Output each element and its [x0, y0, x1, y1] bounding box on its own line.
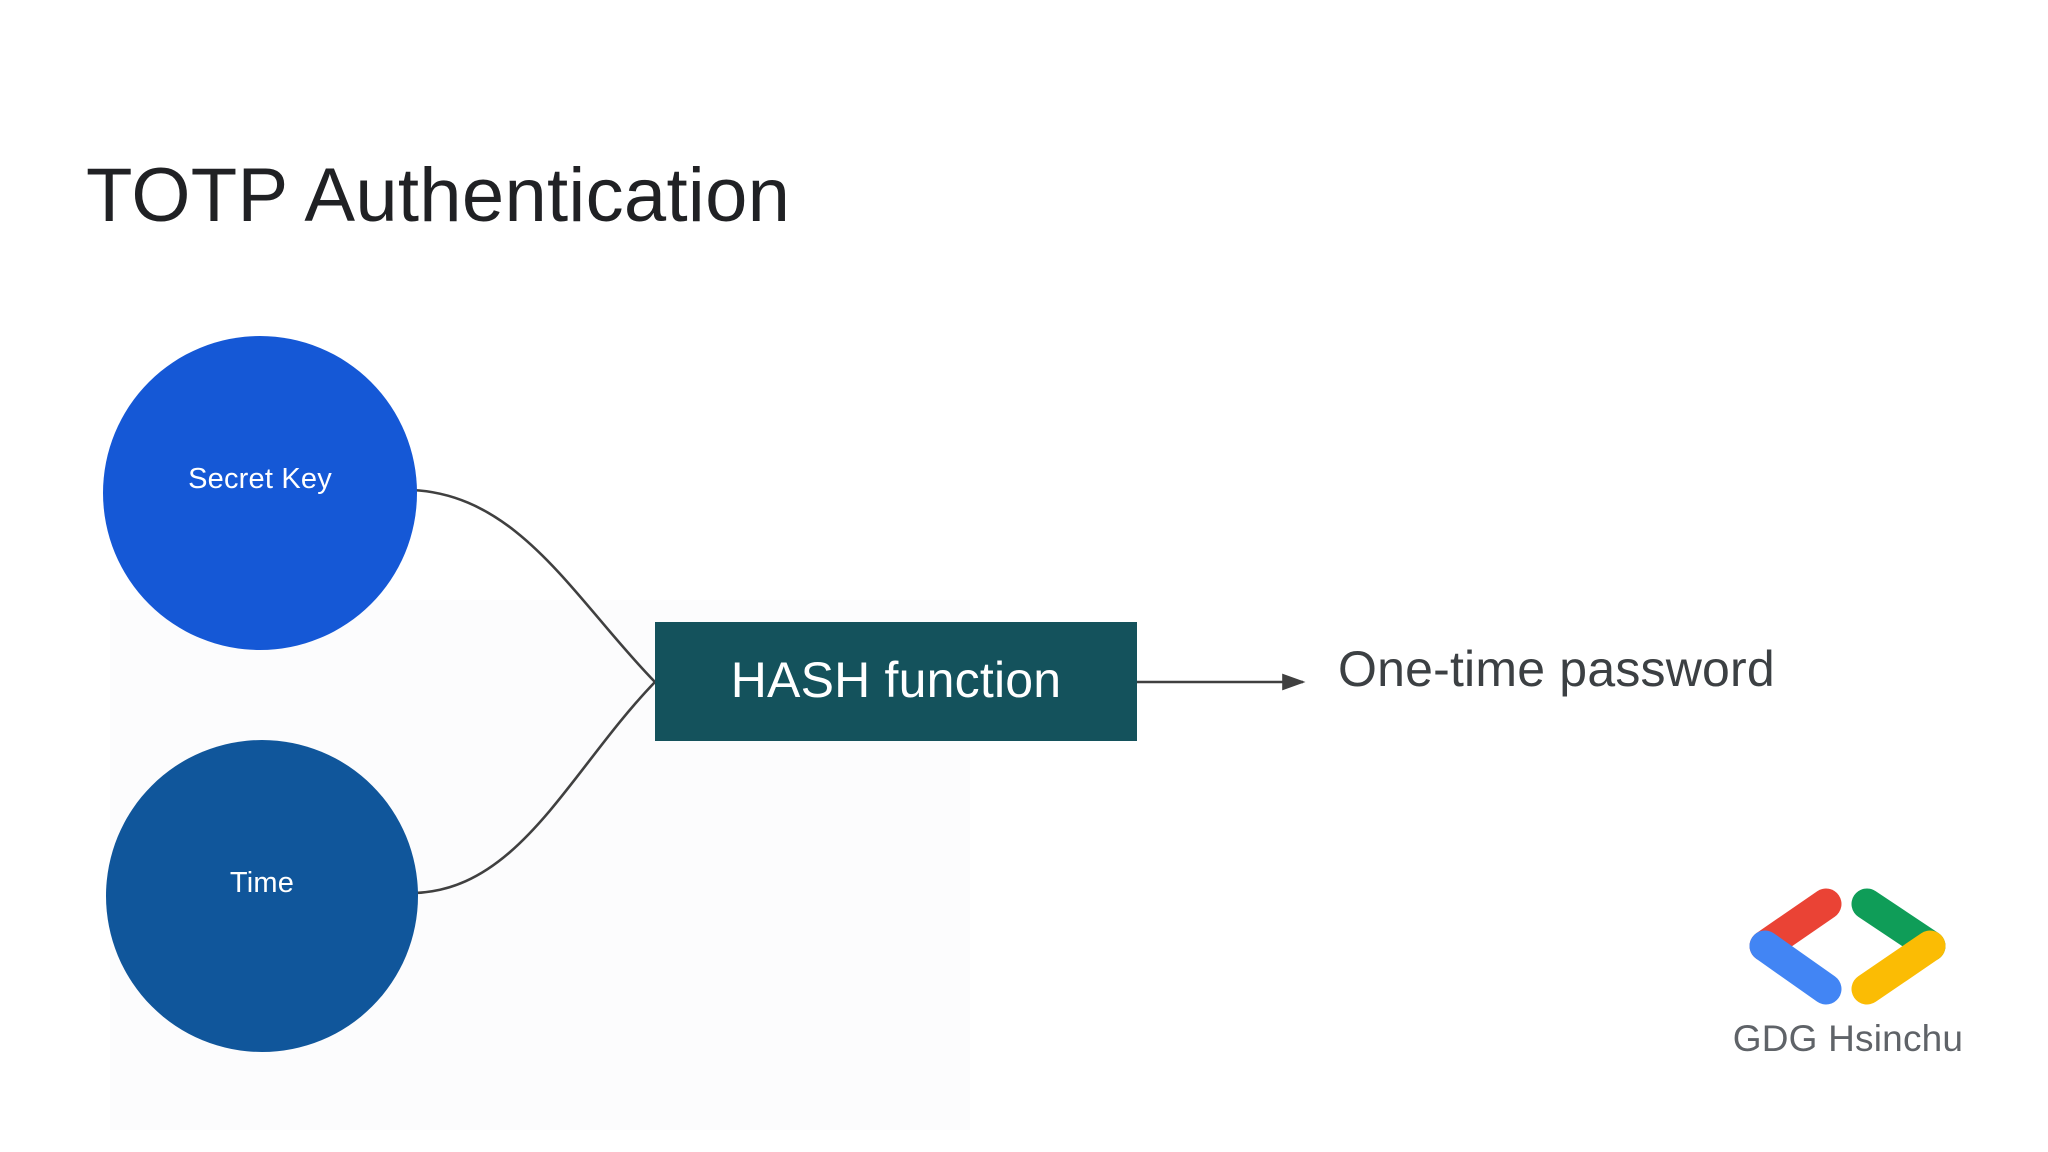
node-time-label: Time: [229, 866, 295, 899]
page-title: TOTP Authentication: [86, 153, 791, 238]
node-one-time-password-label: One-time password: [1338, 641, 1775, 697]
connector-secret-key-to-hash: [410, 488, 657, 684]
connector-time-to-hash: [412, 680, 657, 895]
gdg-logo-stroke-yellow: [1851, 930, 1946, 1005]
gdg-logo-stroke-blue: [1749, 930, 1842, 1005]
node-secret-key-label: Secret Key: [188, 462, 332, 495]
node-hash-function[interactable]: HASH function: [655, 622, 1137, 741]
node-time[interactable]: Time: [106, 740, 418, 1052]
node-secret-key[interactable]: Secret Key: [103, 336, 417, 650]
node-hash-function-label: HASH function: [730, 651, 1062, 708]
branding-block: GDG Hsinchu: [1700, 888, 1996, 1088]
gdg-logo-icon: [1749, 888, 1946, 1005]
branding-caption: GDG Hsinchu: [1732, 1018, 1964, 1059]
